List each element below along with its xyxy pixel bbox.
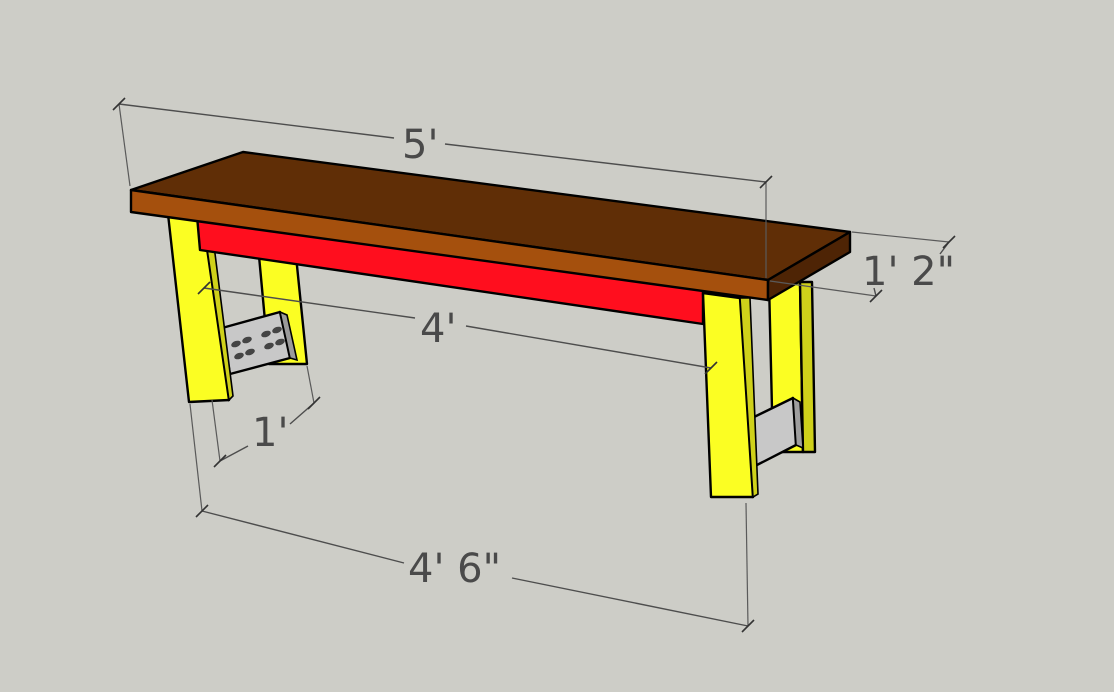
pocket-hole-icons	[231, 326, 285, 360]
dimension-label-stretcher-length: 4'	[420, 306, 456, 352]
dimension-label-leg-span: 4' 6"	[408, 546, 501, 592]
dimension-label-leg-spacing: 1'	[252, 410, 288, 456]
dimension-label-overall-length: 5'	[402, 122, 438, 168]
front-right-leg	[701, 291, 759, 499]
seat	[129, 150, 852, 302]
dimension-depth: 1' 2"	[769, 231, 956, 303]
dimension-stretcher-length: 4'	[197, 281, 718, 375]
right-brace	[750, 396, 804, 468]
dimension-overall-length: 5'	[112, 97, 773, 278]
dimension-leg-spacing: 1'	[211, 365, 321, 468]
front-left-leg	[166, 212, 234, 404]
left-brace	[220, 310, 299, 376]
dimension-label-depth: 1' 2"	[862, 249, 955, 295]
dimension-leg-span: 4' 6"	[189, 403, 755, 633]
